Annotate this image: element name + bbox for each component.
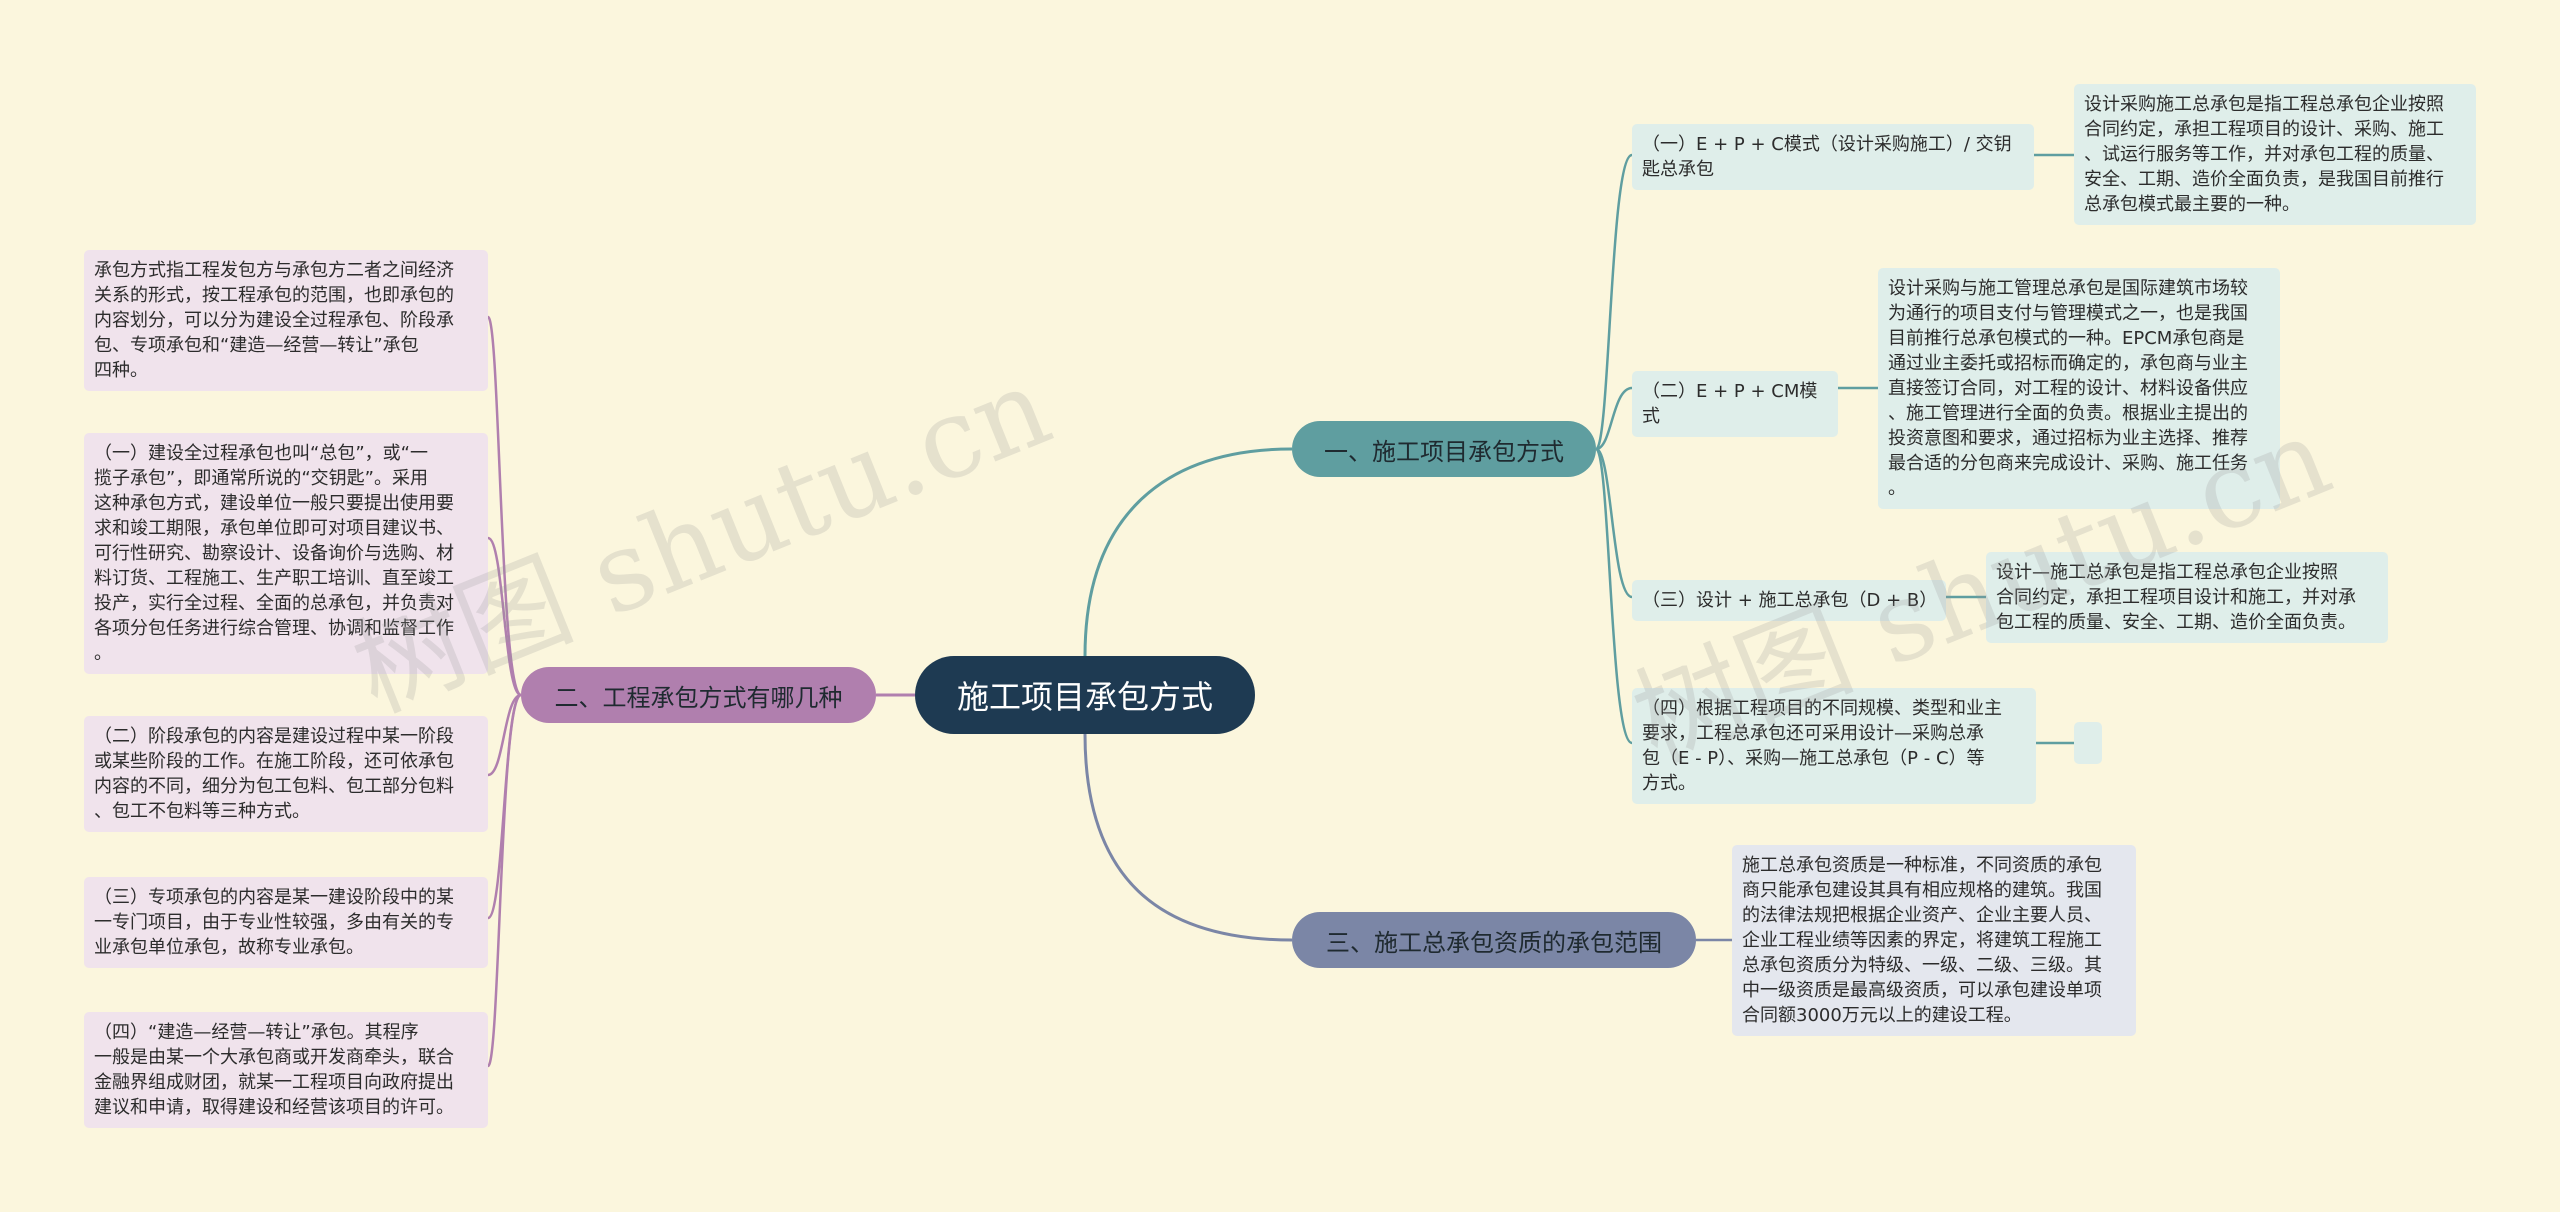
epc-mode-node[interactable]: （一）E + P + C模式（设计采购施工）/ 交钥 匙总承包 <box>1632 124 2034 190</box>
other-modes-empty-detail <box>2074 722 2102 764</box>
epcm-mode-detail: 设计采购与施工管理总承包是国际建筑市场较 为通行的项目支付与管理模式之一，也是我… <box>1878 268 2280 509</box>
branch-engineering-contract-types[interactable]: 二、工程承包方式有哪几种 <box>521 667 876 723</box>
bot-contract: （四）“建造—经营—转让”承包。其程序 一般是由某一个大承包商或开发商牵头，联合… <box>84 1012 488 1128</box>
branch-construction-contract-modes[interactable]: 一、施工项目承包方式 <box>1292 421 1596 477</box>
other-modes-node[interactable]: （四）根据工程项目的不同规模、类型和业主 要求，工程总承包还可采用设计—采购总承… <box>1632 688 2036 804</box>
special-contract: （三）专项承包的内容是某一建设阶段中的某 一专门项目，由于专业性较强，多由有关的… <box>84 877 488 968</box>
epcm-mode-node[interactable]: （二）E + P + CM模式 <box>1632 371 1838 437</box>
branch-qualification-scope[interactable]: 三、施工总承包资质的承包范围 <box>1292 912 1696 968</box>
epc-mode-detail: 设计采购施工总承包是指工程总承包企业按照 合同约定，承担工程项目的设计、采购、施… <box>2074 84 2476 225</box>
stage-contract: （二）阶段承包的内容是建设过程中某一阶段 或某些阶段的工作。在施工阶段，还可依承… <box>84 716 488 832</box>
root-node[interactable]: 施工项目承包方式 <box>915 656 1255 734</box>
db-mode-node[interactable]: （三）设计 + 施工总承包（D + B） <box>1632 580 1946 621</box>
full-process-contract: （一）建设全过程承包也叫“总包”，或“一 揽子承包”，即通常所说的“交钥匙”。采… <box>84 433 488 674</box>
contract-mode-definition: 承包方式指工程发包方与承包方二者之间经济 关系的形式，按工程承包的范围，也即承包… <box>84 250 488 391</box>
qualification-scope-detail: 施工总承包资质是一种标准，不同资质的承包 商只能承包建设其具有相应规格的建筑。我… <box>1732 845 2136 1036</box>
db-mode-detail: 设计—施工总承包是指工程总承包企业按照 合同约定，承担工程项目设计和施工，并对承… <box>1986 552 2388 643</box>
